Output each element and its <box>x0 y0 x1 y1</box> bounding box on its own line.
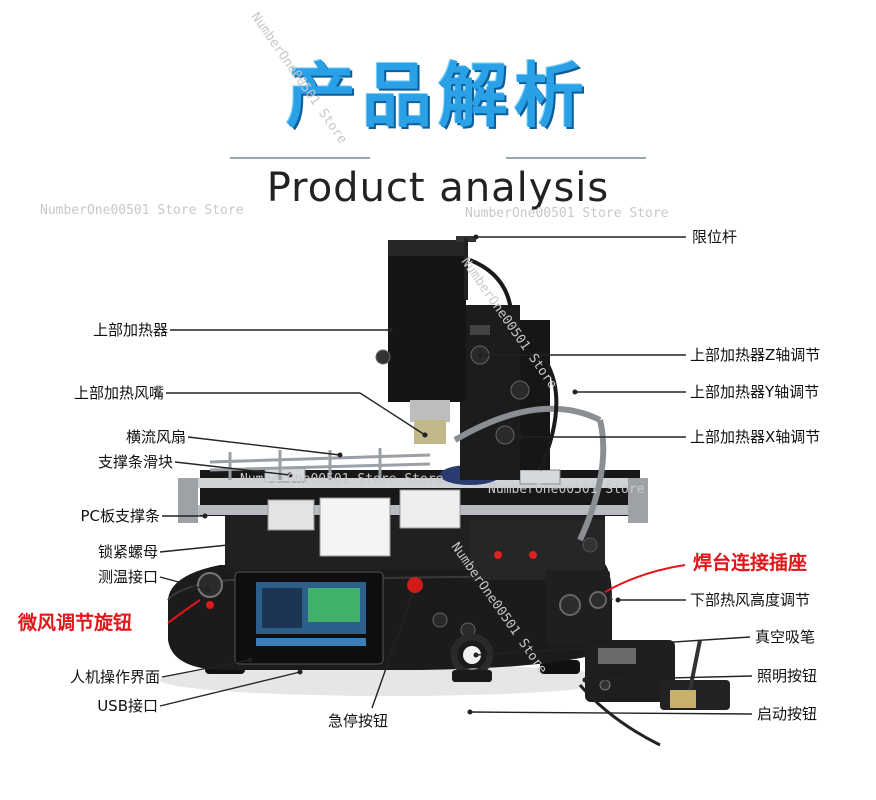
label-lock-nut: 锁紧螺母 <box>97 543 158 561</box>
label-y-axis: 上部加热器Y轴调节 <box>690 383 820 401</box>
label-temp-port: 测温接口 <box>97 568 158 586</box>
title-chinese: 产品解析 <box>286 55 590 137</box>
title-rule-right <box>506 157 646 159</box>
watermark: NumberOne00501 Store <box>488 482 645 497</box>
label-pcb-support-bar: PC板支撑条 <box>80 507 160 525</box>
label-micro-wind-knob: 微风调节旋钮 <box>18 612 133 634</box>
watermark: NumberOne00501 Store Store <box>40 203 244 218</box>
label-z-axis: 上部加热器Z轴调节 <box>690 346 821 364</box>
watermark: NumberOne00501 Store Store <box>240 472 444 487</box>
title-rule-left <box>230 157 370 159</box>
label-support-bar-slider: 支撑条滑块 <box>97 453 173 471</box>
label-x-axis: 上部加热器X轴调节 <box>690 428 821 446</box>
label-hmi: 人机操作界面 <box>69 668 160 686</box>
label-lower-height: 下部热风高度调节 <box>690 591 811 609</box>
label-start-button: 启动按钮 <box>757 705 818 723</box>
label-limit-rod: 限位杆 <box>692 228 738 246</box>
label-light-button: 照明按钮 <box>757 667 818 685</box>
watermark: NumberOne00501 Store Store <box>465 206 669 221</box>
title-english: Product analysis <box>266 165 610 211</box>
label-station-socket: 焊台连接插座 <box>693 552 808 574</box>
label-crossflow-fan: 横流风扇 <box>125 428 186 446</box>
label-upper-heater-nozzle: 上部加热风嘴 <box>73 384 164 402</box>
label-usb-port: USB接口 <box>97 697 158 715</box>
label-upper-heater: 上部加热器 <box>92 321 168 339</box>
label-estop: 急停按钮 <box>328 712 389 730</box>
label-vacuum-pen: 真空吸笔 <box>755 628 816 646</box>
